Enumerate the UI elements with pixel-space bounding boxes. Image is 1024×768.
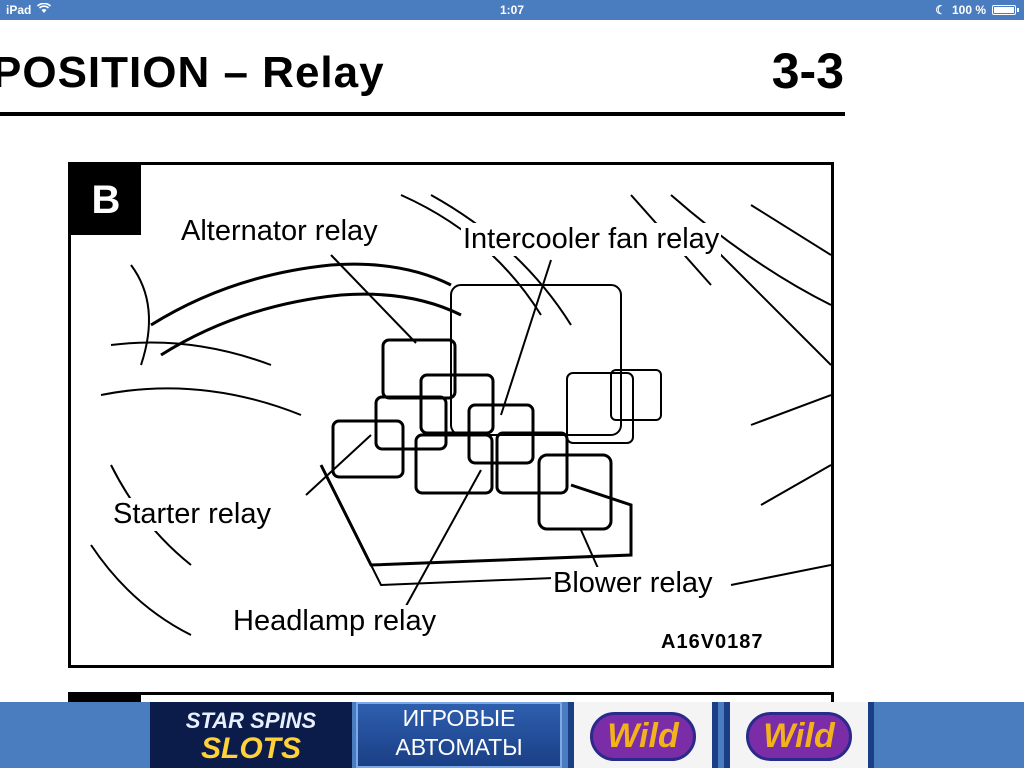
document-page[interactable]: POSITION – Relay 3-3 xyxy=(0,20,1024,725)
ad-slots-line1: STAR SPINS xyxy=(185,708,317,733)
battery-fill xyxy=(994,7,1014,13)
ad-rus-line1: ИГРОВЫЕ xyxy=(402,705,516,731)
wild-logo-1: Wild xyxy=(590,712,696,761)
wild-logo-2: Wild xyxy=(746,712,852,761)
status-right: ☾ 100 % xyxy=(935,3,1019,17)
ad-slots-line2: SLOTS xyxy=(200,732,301,765)
status-time: 1:07 xyxy=(499,3,525,17)
label-headlamp-relay: Headlamp relay xyxy=(231,605,439,638)
ad-rus-line2: АВТОМАТЫ xyxy=(395,734,523,760)
ad-banner[interactable]: STAR SPINS SLOTS ИГРОВЫЕ АВТОМАТЫ Wild W… xyxy=(0,702,1024,768)
ad-wild-1[interactable]: Wild xyxy=(568,702,718,768)
ad-igrovye-avtomaty[interactable]: ИГРОВЫЕ АВТОМАТЫ xyxy=(356,702,562,768)
page-number: 3-3 xyxy=(771,43,844,99)
figure-code: A16V0187 xyxy=(661,631,764,653)
battery-label: 100 % xyxy=(951,3,986,17)
relay-figure: B Alternator relay Intercooler fan relay… xyxy=(68,162,834,668)
label-alternator-relay: Alternator relay xyxy=(179,215,380,248)
label-blower-relay: Blower relay xyxy=(551,567,715,600)
status-left: iPad xyxy=(6,2,52,17)
wifi-icon xyxy=(37,2,52,17)
device-name: iPad xyxy=(6,3,32,17)
status-bar: iPad 1:07 ☾ 100 % xyxy=(0,0,1024,20)
figure-tag: B xyxy=(71,165,141,235)
ad-wild-2[interactable]: Wild xyxy=(724,702,874,768)
label-intercooler-fan-relay: Intercooler fan relay xyxy=(461,223,722,256)
heading-rule xyxy=(0,112,845,116)
ad-star-spins-slots[interactable]: STAR SPINS SLOTS xyxy=(150,702,352,768)
moon-icon: ☾ xyxy=(935,3,946,17)
page-heading: POSITION – Relay xyxy=(0,48,385,97)
label-starter-relay: Starter relay xyxy=(111,498,273,531)
battery-icon xyxy=(992,5,1019,15)
